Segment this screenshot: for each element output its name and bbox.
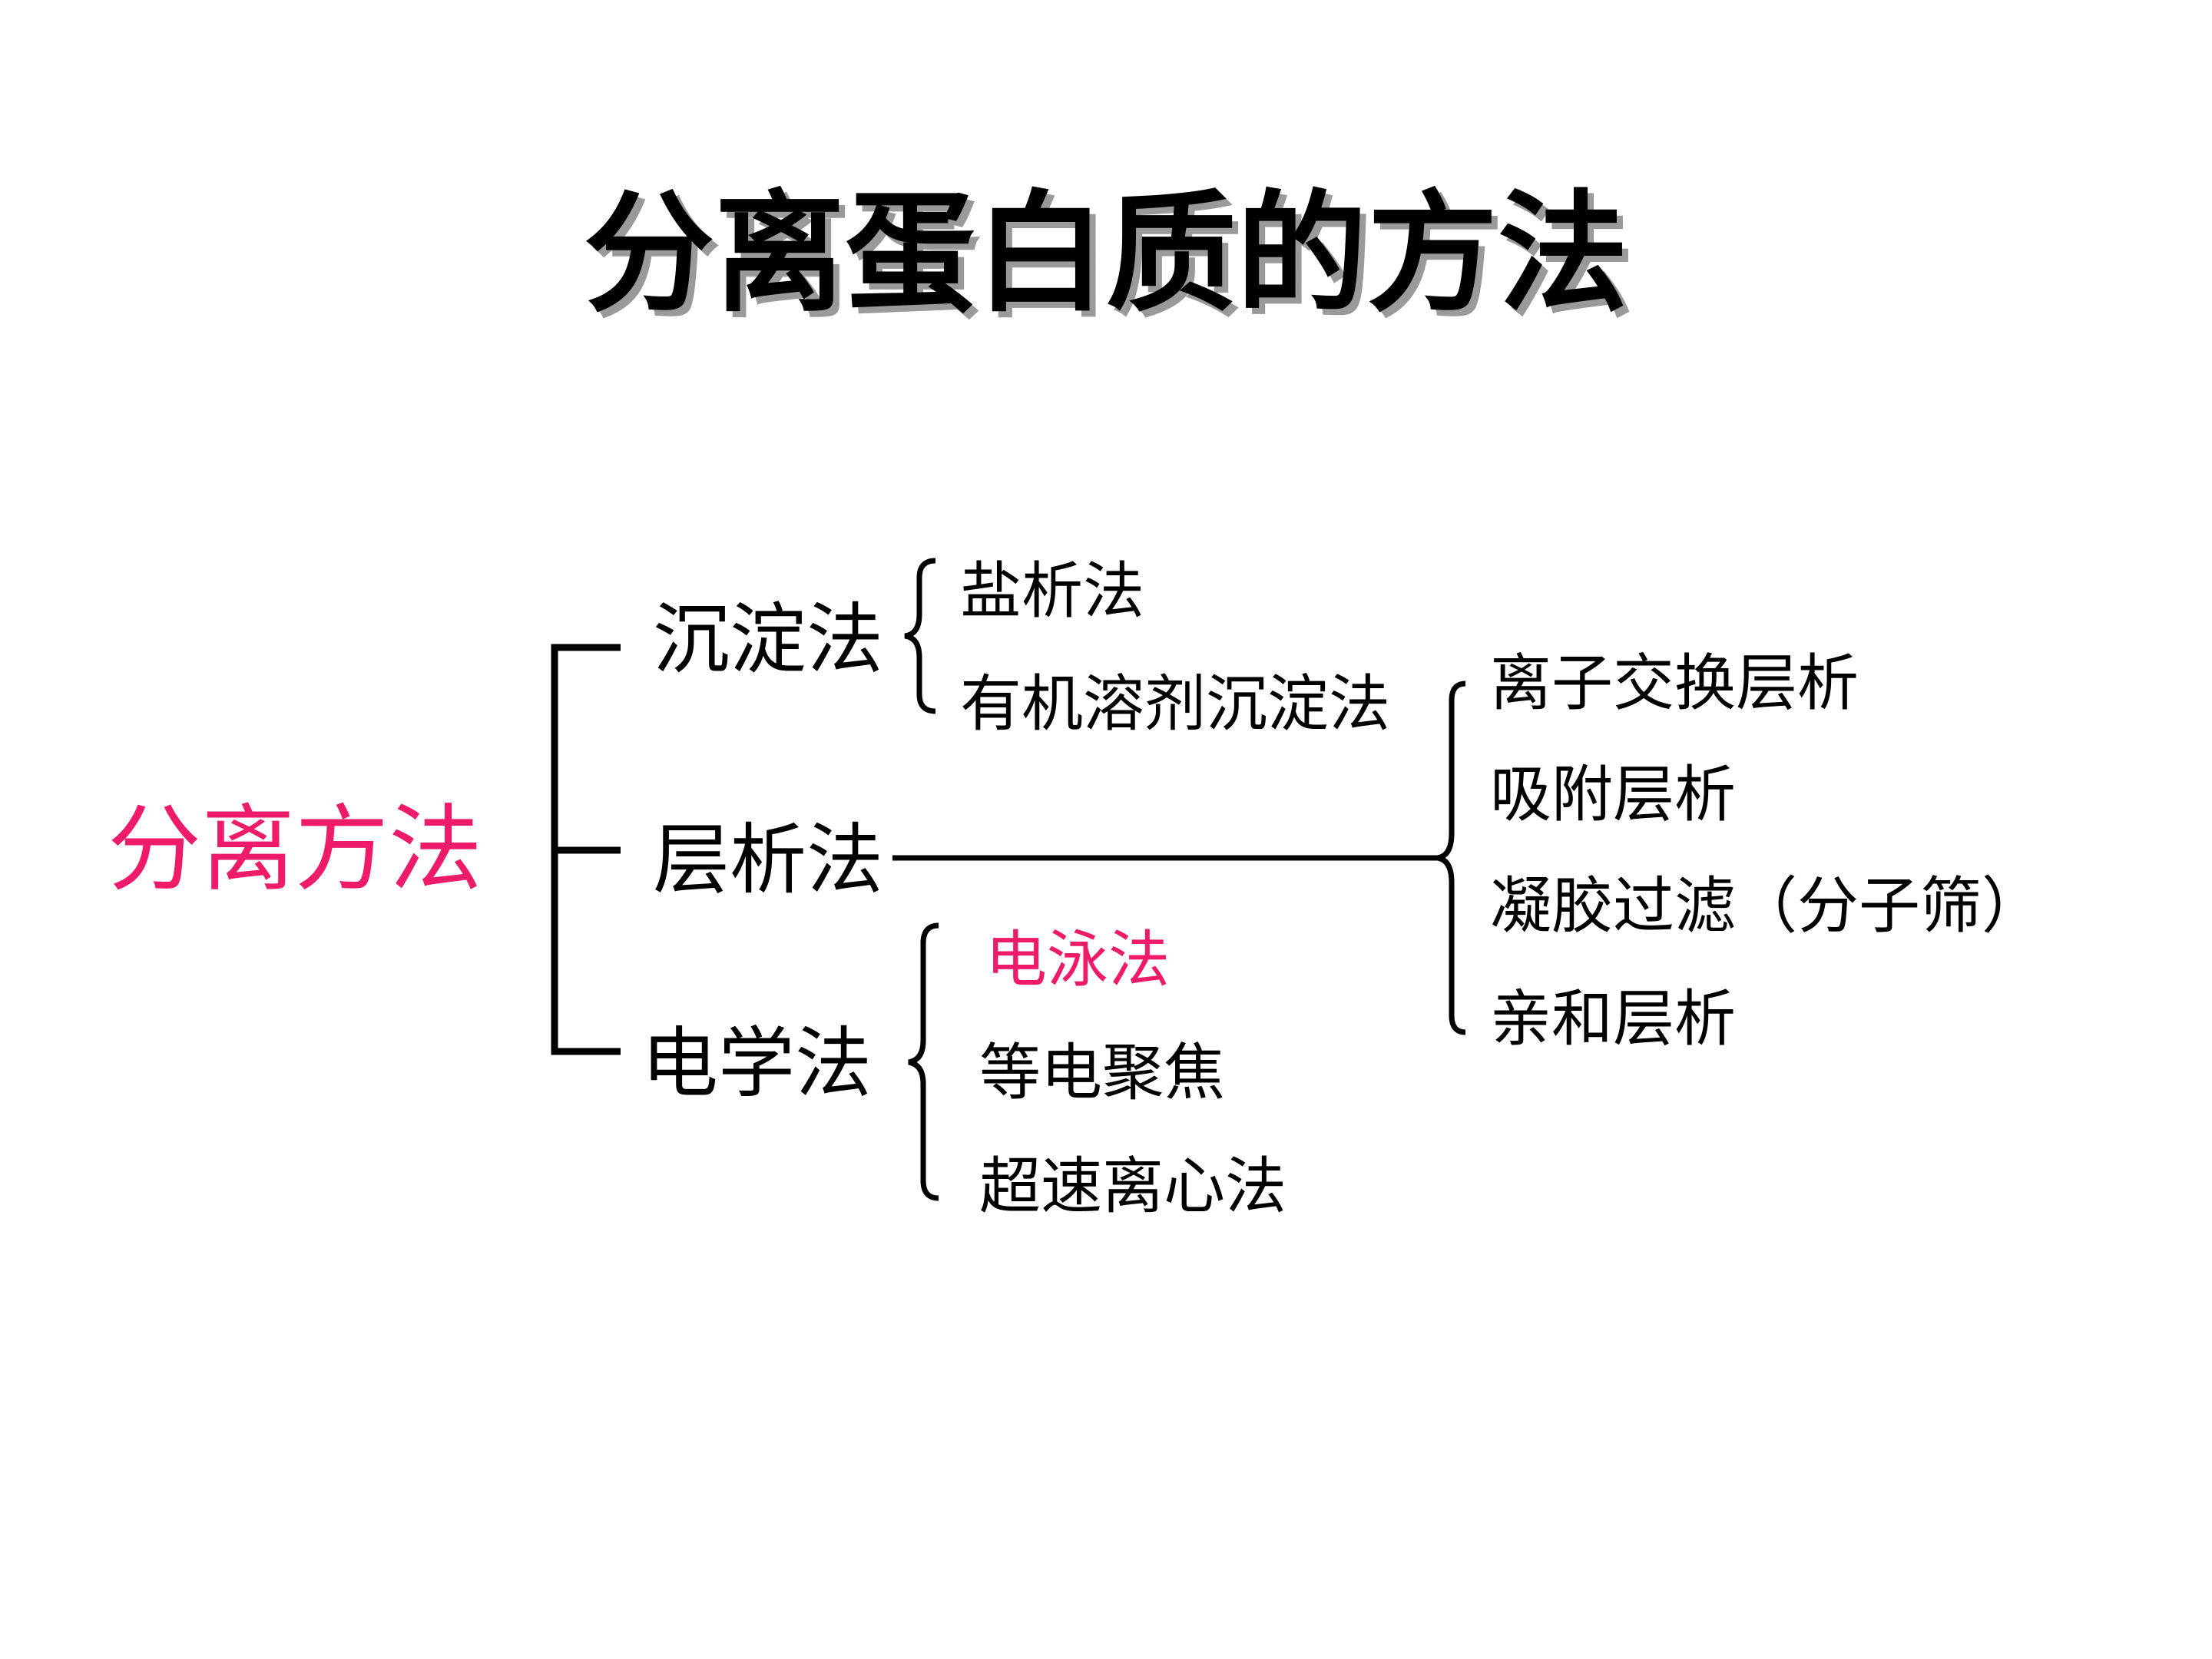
- method-salting-out: 盐析法: [960, 555, 1144, 627]
- method-ultracentrifugation: 超速离心法: [979, 1151, 1286, 1222]
- method-organic-solvent: 有机溶剂沉淀法: [960, 668, 1390, 740]
- chromatography-brace: [1437, 680, 1466, 1035]
- category-precipitation: 沉淀法: [653, 594, 883, 684]
- precipitation-brace: [904, 558, 936, 714]
- category-chromatography: 层析法: [653, 815, 883, 905]
- method-electrophoresis: 电泳法: [985, 924, 1170, 995]
- method-adsorption: 吸附层析: [1490, 759, 1736, 830]
- method-gel-filtration: 凝胶过滤（分子筛）: [1490, 870, 2043, 942]
- root-label: 分离方法: [108, 795, 482, 904]
- category-electrical: 电学法: [641, 1018, 872, 1108]
- method-affinity: 亲和层析: [1490, 983, 1736, 1055]
- electrical-brace: [908, 922, 939, 1201]
- method-ion-exchange: 离子交换层析: [1490, 647, 1859, 719]
- page-title: 分离蛋白质的方法: [583, 177, 1628, 330]
- method-isoelectric-focusing: 等电聚焦: [979, 1037, 1225, 1108]
